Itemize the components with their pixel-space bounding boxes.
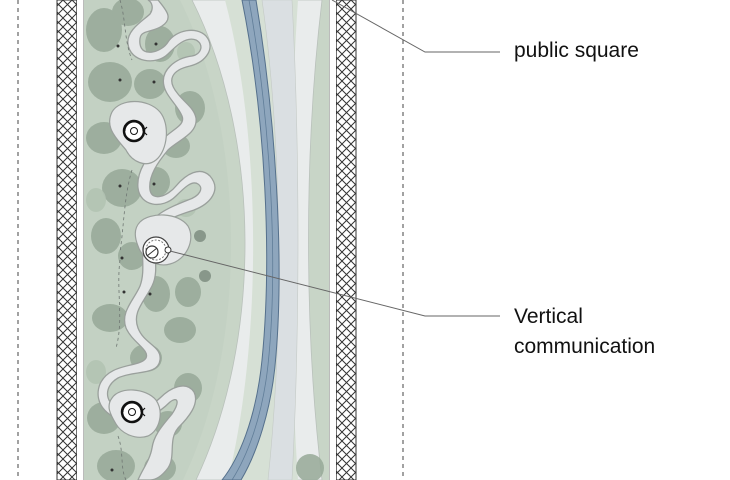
spiral-stair-lower bbox=[120, 400, 146, 424]
leader-line-public-square bbox=[331, 0, 500, 53]
spiral-stair-upper bbox=[122, 119, 148, 143]
meandering-path bbox=[97, 0, 216, 480]
label-vertical-line2: communication bbox=[514, 335, 656, 358]
label-vertical-line1: Vertical bbox=[514, 305, 583, 328]
water-channel bbox=[221, 0, 280, 480]
label-vertical-communication: Vertical communication bbox=[514, 302, 655, 362]
leader-line-vertical-communication bbox=[169, 250, 500, 317]
grey-band bbox=[261, 0, 299, 480]
right-wall bbox=[335, 0, 357, 480]
left-wall bbox=[56, 0, 78, 480]
vertical-communication-lift bbox=[142, 236, 172, 264]
label-public-square: public square bbox=[514, 39, 639, 62]
